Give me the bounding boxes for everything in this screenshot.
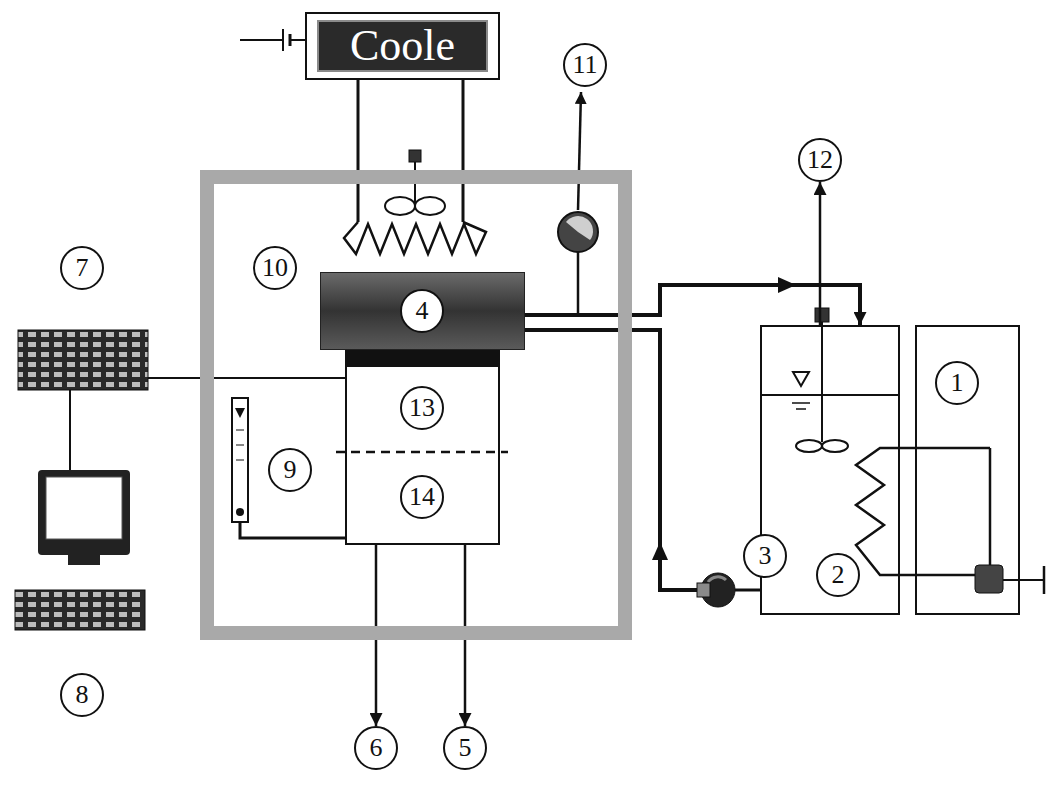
pump-outlet — [697, 583, 710, 597]
callout-number: 6 — [354, 726, 398, 770]
pipe-connector — [819, 182, 822, 325]
signal-wire — [69, 390, 71, 470]
water-level-symbol — [793, 372, 809, 386]
feed-line — [525, 277, 796, 607]
coil — [344, 222, 486, 254]
pipe-connector — [375, 545, 378, 726]
callout-number: 9 — [268, 448, 312, 492]
water-level — [762, 394, 898, 396]
callout-number: 12 — [807, 147, 833, 173]
pipe — [735, 589, 760, 592]
cooling-coil — [344, 80, 486, 254]
callout-number: 6 — [370, 735, 383, 761]
scale-mark — [236, 460, 244, 461]
scale-mark — [236, 445, 244, 446]
stirrer-shaft — [821, 322, 823, 442]
callout-number: 11 — [572, 52, 597, 78]
heater-wire — [1003, 579, 1044, 581]
monitor-screen — [46, 477, 122, 539]
water-level-symbol — [796, 408, 806, 410]
callout-number: 7 — [76, 255, 89, 281]
membrane-line — [336, 451, 508, 454]
callout-number: 8 — [76, 682, 89, 708]
stirrer-blade — [796, 440, 822, 452]
cooler-box: Coole — [305, 12, 500, 80]
callout-number: 12 — [798, 138, 842, 182]
device-label: Coole — [317, 20, 488, 72]
water-level-symbol — [792, 402, 810, 404]
rotameter — [232, 398, 346, 538]
stirrer-motor — [815, 308, 829, 322]
callout-number: 3 — [759, 543, 772, 569]
scale-mark — [236, 430, 244, 431]
fan-motor — [409, 150, 421, 162]
monitor-stand — [68, 555, 100, 565]
wire — [290, 39, 305, 41]
pressure-gauge — [558, 92, 598, 315]
wire — [462, 80, 465, 222]
callout-number: 9 — [284, 457, 297, 483]
callout-number: 8 — [60, 673, 104, 717]
pipe — [525, 330, 700, 590]
feed-tank: 2 — [760, 325, 900, 615]
callout-number: 14 — [400, 475, 444, 519]
wire — [240, 39, 283, 41]
callout-number: 5 — [459, 735, 472, 761]
heater-coil — [856, 448, 990, 575]
fan — [385, 150, 445, 215]
fan-shaft — [414, 162, 416, 204]
heater-box: 1 — [915, 325, 1020, 615]
heater-controller — [975, 565, 1003, 593]
heater-wire — [989, 448, 992, 565]
wire — [357, 80, 360, 222]
base-plate — [345, 350, 500, 365]
callout-number: 3 — [743, 534, 787, 578]
callout-number: 5 — [443, 726, 487, 770]
data-acquisition — [15, 330, 346, 630]
computer-keyboard — [15, 590, 145, 630]
float — [235, 408, 245, 418]
pipe-connector — [525, 285, 860, 325]
flow-line — [240, 522, 346, 538]
test-cell: 13 14 — [345, 365, 500, 545]
signal-wire — [148, 377, 346, 379]
battery-plate — [282, 29, 284, 51]
cell-cover: 4 — [320, 272, 525, 350]
data-logger — [18, 330, 148, 390]
callout-number: 7 — [60, 246, 104, 290]
pump-highlight — [708, 577, 726, 582]
gauge-line — [577, 252, 580, 315]
gauge-dial — [558, 212, 598, 252]
callout-number: 11 — [563, 43, 607, 87]
gauge-face — [566, 216, 593, 240]
callout-number: 1 — [935, 361, 979, 405]
stirrer-blade — [822, 440, 848, 452]
fan-blade — [415, 197, 445, 215]
constant-temperature-chamber: 10 4 13 14 9 — [200, 170, 632, 640]
vent-arrow — [578, 92, 581, 210]
tube-inlet — [236, 508, 244, 516]
flow-arrow — [652, 542, 668, 560]
pipe-connector — [464, 545, 467, 726]
callout-number: 10 — [253, 246, 297, 290]
flow-tube — [232, 398, 248, 522]
computer-monitor — [38, 470, 130, 555]
power-terminal — [1043, 566, 1046, 594]
callout-number: 2 — [816, 553, 860, 597]
cooler-power-supply — [240, 29, 305, 51]
fan-blade — [385, 197, 415, 215]
feed-tank-internals — [762, 308, 1044, 594]
callout-number: 13 — [400, 386, 444, 430]
callout-number: 4 — [400, 289, 444, 333]
